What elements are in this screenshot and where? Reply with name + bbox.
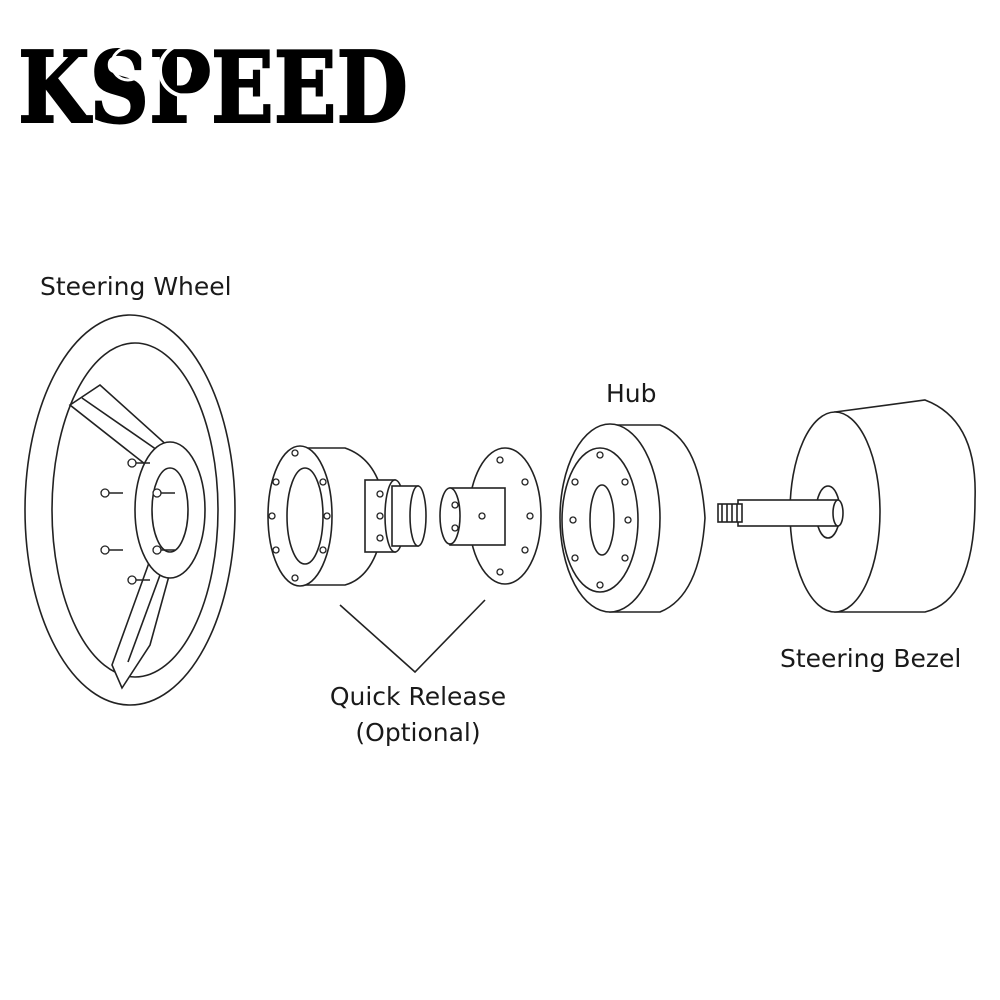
hub-label: Hub <box>606 379 657 408</box>
hub-illustration <box>559 423 706 613</box>
steering-bezel-illustration <box>717 399 976 613</box>
quick-release-optional-label: (Optional) <box>355 718 480 747</box>
steering-wheel-illustration <box>24 314 236 706</box>
steering-wheel-label: Steering Wheel <box>40 272 232 301</box>
quick-release-body <box>267 445 427 587</box>
quick-release-leader <box>339 599 486 674</box>
logo-turbo-icon <box>110 46 146 82</box>
quick-release-label: Quick Release <box>330 682 506 711</box>
logo-text: KSPEED <box>18 31 408 146</box>
logo-wheel-icon <box>158 42 214 98</box>
quick-release-plate <box>439 447 542 585</box>
steering-bezel-label: Steering Bezel <box>780 644 961 673</box>
kspeed-logo: KSPEED <box>17 30 409 147</box>
